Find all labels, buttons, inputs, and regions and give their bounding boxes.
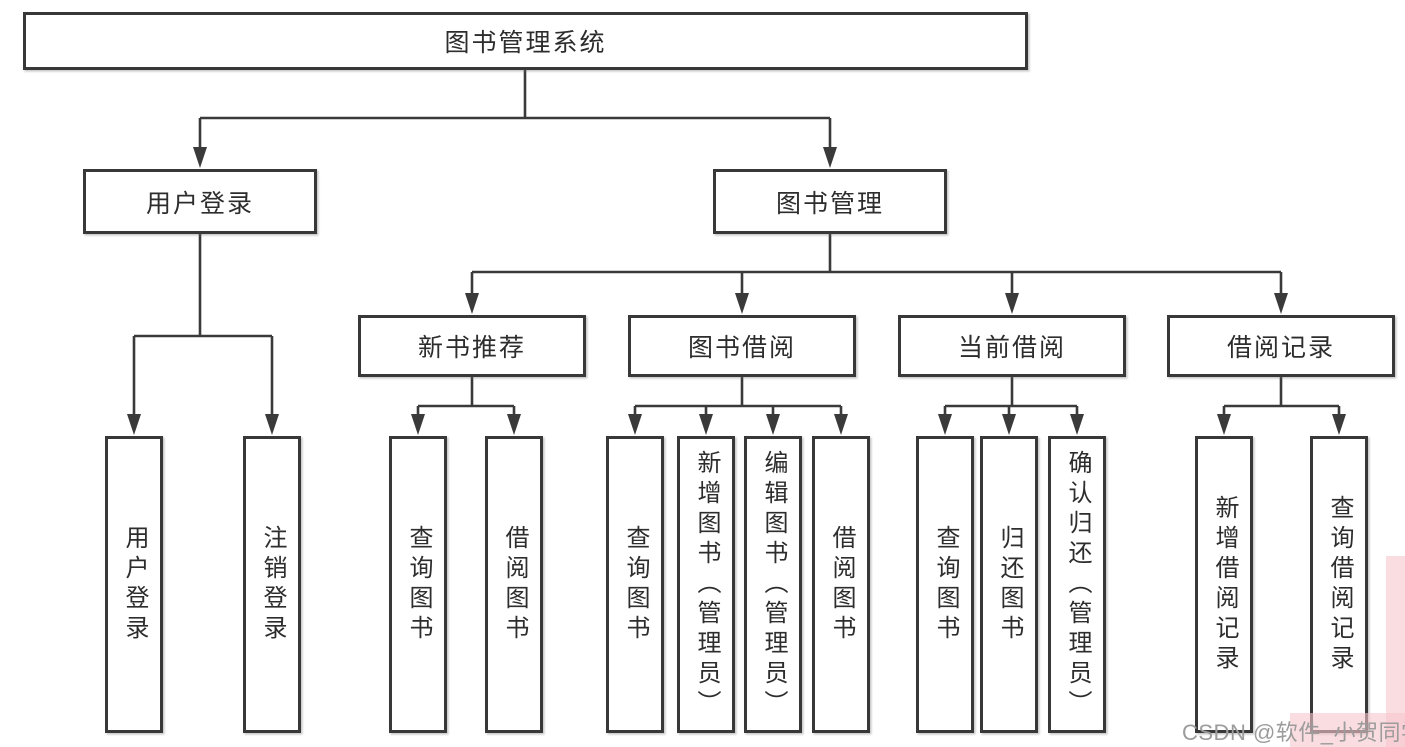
node-current-borrow: 当前借阅 <box>898 315 1126 377</box>
leaf-borrow-borrow: 借阅图书 <box>812 436 870 733</box>
leaf-current-query: 查询图书 <box>916 436 974 733</box>
leaf-logout: 注销登录 <box>243 436 301 733</box>
leaf-borrow-edit-admin: 编辑图书（管理员） <box>744 436 802 733</box>
leaf-borrow-query: 查询图书 <box>606 436 664 733</box>
arrow-down-icons <box>127 147 1346 435</box>
leaf-borrow-add-admin: 新增图书（管理员） <box>677 436 735 733</box>
leaf-newbook-query: 查询图书 <box>389 436 447 733</box>
node-root-system: 图书管理系统 <box>23 12 1028 70</box>
leaf-current-confirm-admin: 确认归还（管理员） <box>1048 436 1106 733</box>
node-user-login: 用户登录 <box>83 169 317 234</box>
leaf-record-query: 查询借阅记录 <box>1310 436 1368 733</box>
leaf-user-login: 用户登录 <box>105 436 163 733</box>
leaf-record-add: 新增借阅记录 <box>1195 436 1253 733</box>
node-new-book-recommend: 新书推荐 <box>358 315 586 377</box>
leaf-newbook-borrow: 借阅图书 <box>485 436 543 733</box>
node-borrow-record: 借阅记录 <box>1167 315 1395 377</box>
node-book-borrow: 图书借阅 <box>628 315 856 377</box>
leaf-current-return: 归还图书 <box>980 436 1038 733</box>
watermark-highlight-strip <box>1386 556 1405 747</box>
watermark: CSDN @软件_小贺同学 <box>1182 720 1405 745</box>
node-book-management: 图书管理 <box>713 169 947 234</box>
watermark-highlight-block <box>1290 713 1405 747</box>
